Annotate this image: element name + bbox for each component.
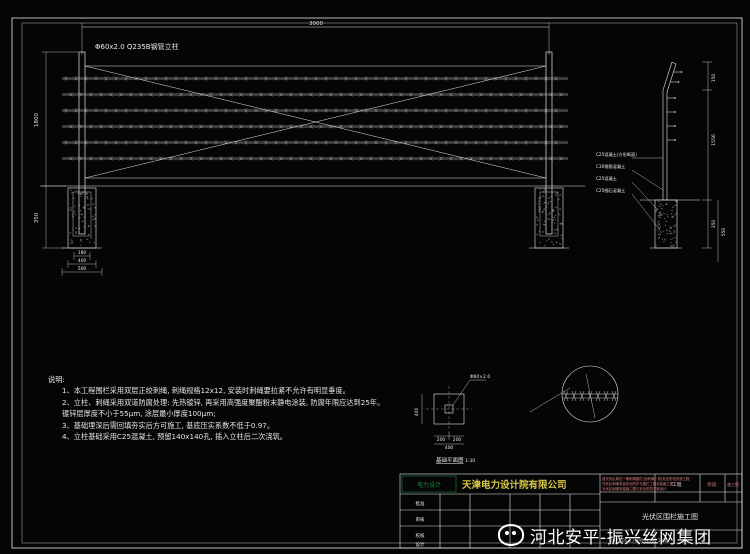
side-wire-ticks (667, 71, 683, 141)
side-section (631, 61, 719, 262)
title-row-3: 校核 (416, 532, 425, 539)
wire-detail (529, 365, 619, 423)
foundation-plan (421, 379, 486, 445)
side-label-3: C25混凝土 (596, 175, 617, 182)
title-logo-box (401, 475, 457, 493)
watermark-text: 河北安平-振兴丝网集团 (530, 527, 712, 548)
plan-title: 基础平面图 (436, 456, 464, 464)
side-post-bent (662, 61, 673, 200)
left-post (78, 51, 86, 235)
title-project-1: 县光伏区周边一期刺绳围栏(含刺绳一层)安全防范改造工程 (602, 476, 690, 481)
title-drawing-no: 2022.05.2 / 图号 NA01-1-06 (610, 538, 668, 544)
barbed-wire-row (62, 108, 568, 113)
title-block (399, 473, 743, 549)
note-item-4: 3、基础埋深后需回填夯实后方可施工, 基底压实系数不低于0.97。 (62, 420, 275, 430)
concrete-hatch (68, 187, 679, 248)
side-label-1: C25混凝土(方形断面) (596, 151, 637, 158)
barbed-wire-rows (62, 76, 568, 161)
right-foundation (529, 187, 569, 249)
top-span-label: 3000 (309, 21, 323, 27)
title-row-1: 批准 (416, 500, 425, 507)
title-project-3: 光伏区刺绳安装施工图与安全防范方案设计 (602, 486, 667, 491)
title-right-value: 施工图 (727, 482, 739, 487)
drawing-inner-frame (21, 22, 738, 544)
watermark: 河北安平-振兴丝网集团 (498, 522, 712, 548)
note-item-5: 4、立柱基础采用C25混凝土, 预留140x140孔, 插入立柱后二次浇筑。 (62, 432, 287, 442)
foot-dim-2: 400 (78, 258, 87, 264)
left-foundation (62, 187, 102, 249)
foundation-dimensions (61, 252, 103, 276)
barbed-wire-row (62, 156, 568, 161)
left-base-label: 350 (34, 212, 40, 223)
barbed-wire-row (62, 92, 568, 97)
general-notes: 说明: 1、本工程围栏采用双层正绞刺绳, 刺绳规格12x12, 安装时刺绳要拉紧… (48, 374, 385, 442)
right-dim-d: 550 (721, 228, 727, 237)
barbed-wire-row (62, 76, 568, 81)
title-logo-text: 电力设计 (417, 481, 441, 489)
title-project-2: 光伏区刺绳安装安全防护与围栏工程安装施工图 (602, 481, 674, 486)
drawing-frame (11, 17, 743, 549)
foot-dim-3: 500 (78, 266, 87, 272)
note-item-3: 镀锌层厚度不小于55μm, 涂层最小厚度100μm; (62, 409, 216, 419)
right-post (545, 51, 553, 235)
plan-dim-200a: 200 (437, 437, 446, 443)
plan-dim-height: 400 (414, 408, 420, 417)
plan-dim-width: 400 (445, 445, 454, 451)
foot-dim-1: 180 (78, 250, 87, 256)
post-spec-label: Φ60x2.0 Q235B钢管立柱 (95, 42, 179, 51)
plan-post-label: Φ60×2.0 (470, 374, 490, 380)
note-item-1: 1、本工程围栏采用双层正绞刺绳, 刺绳规格12x12, 安装时刺绳要拉紧不允许有… (62, 386, 350, 396)
barbed-wire-row (62, 140, 568, 145)
notes-heading: 说明: (48, 375, 65, 384)
title-row-2: 审核 (416, 516, 425, 523)
plan-dim-200b: 200 (453, 437, 462, 443)
side-label-2: C30钢筋混凝土 (596, 163, 625, 170)
title-right-label: 阶段 (708, 481, 717, 488)
right-dim-c: 350 (711, 220, 717, 229)
note-item-2: 2、立柱、刺绳采用双道防腐处理: 先热镀锌, 再采用高强度聚酯粉末静电涂装, 防… (62, 397, 385, 407)
title-row-4: 设计 (416, 541, 425, 548)
left-height-label: 1800 (34, 113, 40, 127)
side-label-4: C25细石混凝土 (596, 187, 625, 194)
title-drawing-name: 光伏区围栏施工图 (642, 512, 698, 521)
weibo-logo-icon (498, 524, 524, 546)
barbed-wire-row (62, 124, 568, 129)
right-dim-b: 1556 (711, 134, 717, 146)
right-dim-a: 150 (711, 74, 717, 83)
title-mid-label: 工程 (673, 481, 682, 488)
detail-wire-ticks (563, 390, 617, 402)
plan-scale: 1:30 (465, 458, 475, 464)
left-dimensions (42, 51, 78, 249)
title-company: 天津电力设计院有限公司 (462, 479, 567, 491)
